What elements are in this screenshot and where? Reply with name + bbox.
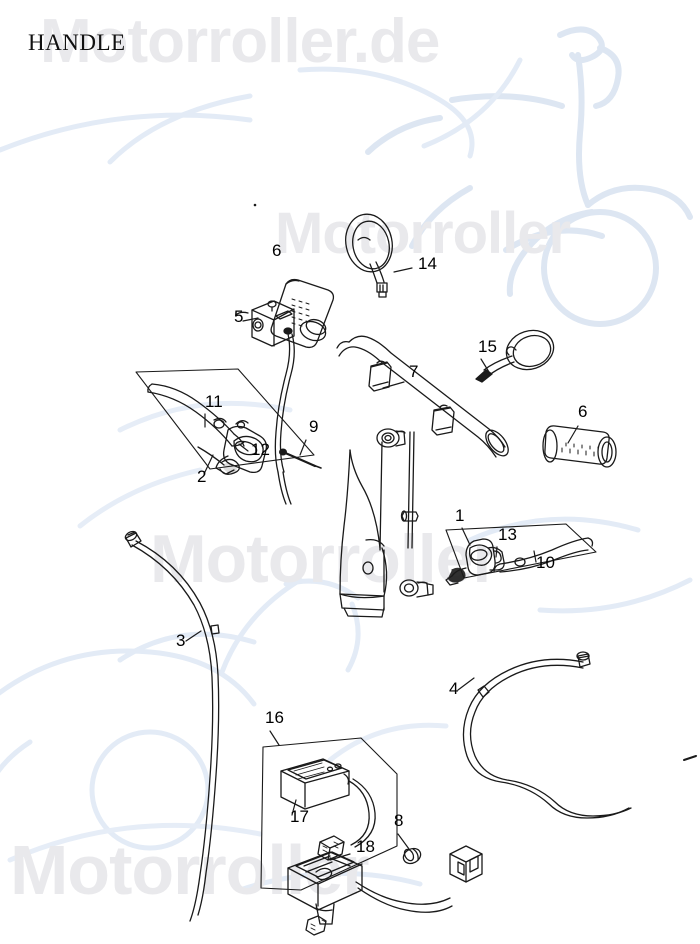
part-speedometer-unit	[280, 758, 350, 810]
callout-11: 11	[205, 392, 223, 411]
watermark-middle: Motorroller	[150, 521, 499, 597]
callout-13: 13	[498, 525, 517, 544]
callout-10: 10	[536, 553, 555, 572]
part-rubber-grommet	[402, 847, 422, 865]
part-brake-cable	[462, 651, 697, 819]
part-right-mirror	[475, 329, 555, 383]
callout-4: 4	[449, 679, 458, 698]
part-right-grip	[542, 425, 617, 468]
callout-leader-lines	[185, 267, 579, 861]
callout-16: 16	[265, 708, 284, 727]
part-speedometer-cable	[124, 530, 220, 922]
callout-1: 1	[455, 506, 464, 525]
group-right-lever-assembly	[445, 523, 597, 586]
part-handlebar	[336, 335, 509, 458]
callout-5: 5	[234, 307, 243, 326]
watermark-middle-upper: Motorroller	[275, 201, 571, 266]
watermark-top: Motorroller.de	[40, 7, 440, 76]
part-cable-clamp-screw	[279, 448, 322, 469]
page-title: HANDLE	[28, 30, 126, 55]
group-left-lever-assembly	[135, 368, 315, 475]
dot-artifact	[253, 203, 257, 207]
part-handlebar-stem	[339, 428, 434, 618]
callout-6-right: 6	[578, 402, 587, 421]
part-left-grip	[270, 278, 335, 349]
part-left-switch	[235, 300, 295, 505]
part-left-mirror	[345, 213, 393, 298]
callout-2: 2	[197, 467, 206, 486]
callout-12: 12	[251, 440, 270, 459]
callout-15: 15	[478, 337, 497, 356]
callout-7: 7	[409, 362, 418, 381]
callout-14: 14	[418, 254, 437, 273]
callout-3: 3	[176, 631, 185, 650]
callout-labels: 1 2 3 4 5 6 6 7 8 9 10 11 12 13 14 15 16…	[176, 241, 587, 856]
callout-6-left: 6	[272, 241, 281, 260]
group-instrument-assembly	[260, 737, 483, 936]
callout-17: 17	[290, 807, 309, 826]
callout-8: 8	[394, 811, 403, 830]
callout-9: 9	[309, 417, 318, 436]
part-instrument-cluster-unit	[287, 851, 363, 936]
callout-18: 18	[356, 837, 375, 856]
